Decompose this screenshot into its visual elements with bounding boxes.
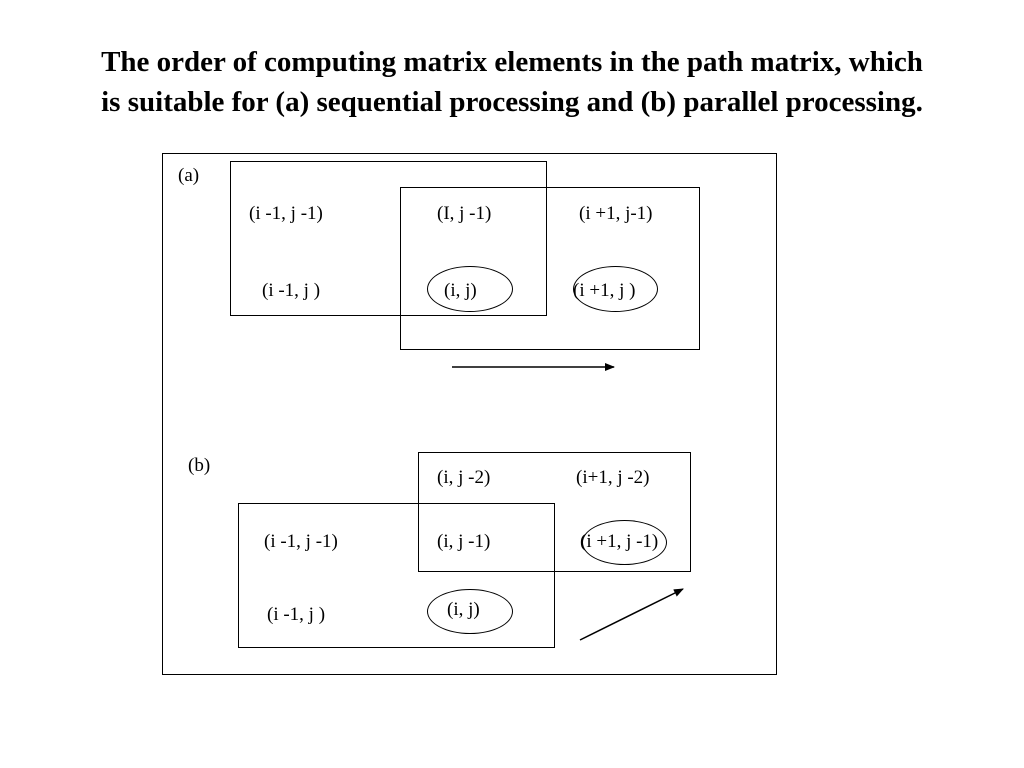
slide-title: The order of computing matrix elements i… [0, 42, 1024, 122]
panel-a-cell-I-jm1: (I, j -1) [437, 203, 492, 224]
panel-b-cell-i-jm2: (i, j -2) [437, 467, 491, 488]
panel-a-window-previous [230, 161, 547, 316]
panel-a-label: (a) [178, 165, 200, 186]
title-line-2: is suitable for (a) sequential processin… [101, 86, 923, 118]
panel-b-highlight-oval-upper [582, 520, 667, 565]
title-line-1: The order of computing matrix elements i… [101, 46, 923, 78]
panel-b-cell-im1-jm1: (i -1, j -1) [264, 531, 338, 552]
panel-a-highlight-oval-next [573, 266, 658, 312]
panel-a-cell-im1-j: (i -1, j ) [262, 280, 321, 301]
panel-b-cell-ip1-jm2: (i+1, j -2) [576, 467, 650, 488]
panel-a-cell-ip1-jm1: (i +1, j-1) [579, 203, 653, 224]
panel-b-highlight-oval-lower [427, 589, 513, 634]
panel-b-arrow-diagonal [579, 588, 684, 641]
panel-a-highlight-oval-current [427, 266, 513, 312]
panel-a-cell-im1-jm1: (i -1, j -1) [249, 203, 323, 224]
panel-b-label: (b) [188, 455, 211, 476]
panel-b-cell-i-jm1: (i, j -1) [437, 531, 491, 552]
panel-a-window-current [400, 187, 700, 350]
panel-b-cell-im1-j: (i -1, j ) [267, 604, 326, 625]
panel-b-window-lower [238, 503, 555, 648]
diagram-frame [162, 153, 777, 675]
